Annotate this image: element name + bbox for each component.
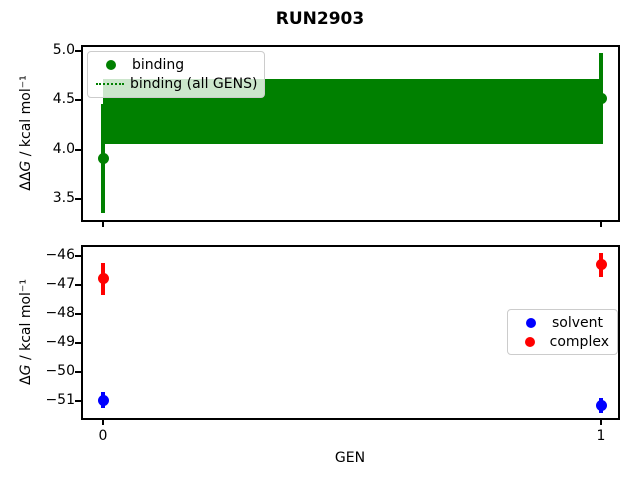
y-tick-label: −48 (45, 305, 75, 321)
legend-entry-binding: binding (96, 55, 256, 75)
legend-entry-complex: complex (516, 332, 609, 351)
y-tick-label: −46 (45, 247, 75, 263)
y-tick-label: −50 (45, 363, 75, 379)
ylabel-variable: G (18, 364, 34, 376)
figure-title: RUN2903 (275, 9, 365, 29)
y-tick-label: 4.5 (52, 91, 75, 108)
ylabel-units: / kcal mol⁻¹ (18, 279, 34, 365)
y-tick (75, 400, 81, 402)
y-tick (75, 371, 81, 373)
legend-label: solvent (552, 314, 604, 331)
y-tick-label: 4.0 (52, 140, 75, 157)
data-point-binding-gen0 (97, 153, 109, 165)
y-tick (75, 313, 81, 315)
x-tick (600, 420, 602, 425)
bottom-y-axis-label: ΔG / kcal mol⁻¹ (18, 212, 34, 452)
binding-marker-icon (106, 59, 116, 70)
complex-marker-icon (524, 336, 535, 347)
legend-label: complex (549, 333, 609, 350)
legend-entry-binding-all-gens: binding (all GENS) (96, 75, 258, 95)
x-tick (102, 222, 104, 227)
x-tick (102, 420, 104, 425)
legend-label: binding (all GENS) (130, 76, 258, 93)
legend-entry-solvent: solvent (516, 313, 609, 332)
y-tick (75, 255, 81, 257)
ylabel-units: / kcal mol⁻¹ (18, 75, 34, 161)
y-tick (75, 198, 81, 201)
data-point-complex-gen0 (97, 273, 109, 285)
dotted-line-icon (96, 83, 124, 86)
data-point-solvent-gen1 (595, 399, 607, 411)
y-tick (75, 284, 81, 286)
axes-top (81, 45, 620, 222)
data-point-binding-gen1 (595, 92, 607, 104)
ylabel-variable: G (18, 160, 34, 172)
axes-bottom (81, 245, 620, 420)
x-tick-label: 1 (596, 428, 606, 444)
y-tick-label: −47 (45, 276, 75, 292)
x-axis-label: GEN (334, 450, 366, 466)
x-tick-label: 0 (98, 428, 108, 444)
x-tick (600, 222, 602, 227)
y-tick-label: 3.5 (52, 190, 75, 207)
y-tick-label: −51 (45, 392, 75, 408)
bottom-legend: solvent complex (507, 309, 618, 355)
legend-label: binding (132, 56, 185, 73)
solvent-marker-icon (526, 317, 536, 328)
y-tick (75, 342, 81, 344)
data-point-complex-gen1 (595, 259, 607, 271)
y-tick (75, 50, 81, 52)
y-tick (75, 148, 81, 151)
top-legend: binding binding (all GENS) (87, 51, 265, 98)
ylabel-delta: Δ (18, 375, 34, 385)
y-tick-label: 5.0 (52, 42, 75, 58)
y-tick-label: −49 (45, 334, 75, 350)
y-tick (75, 99, 81, 102)
ylabel-delta: ΔΔ (18, 171, 34, 191)
data-point-solvent-gen0 (97, 394, 109, 406)
